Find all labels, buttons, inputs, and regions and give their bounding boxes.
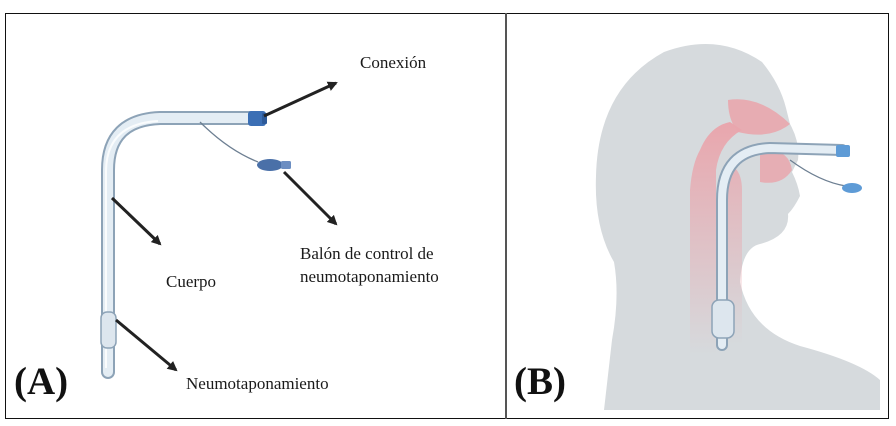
endotracheal-tube xyxy=(101,111,257,379)
panel-a-letter: (A) xyxy=(14,360,69,403)
nasal-cavity xyxy=(728,99,790,135)
intubated-connector xyxy=(836,145,850,157)
intubated-pilot-line xyxy=(789,159,847,187)
cuff-icon xyxy=(100,311,117,349)
label-balloon-control-line1: Balón de control de xyxy=(300,244,434,263)
arrow-balloon-control xyxy=(282,170,338,226)
label-cuff: Neumotaponamiento xyxy=(186,374,329,393)
panel-b-letter: (B) xyxy=(514,360,566,403)
label-balloon-control-line2: neumotaponamiento xyxy=(300,267,439,286)
intubated-tube xyxy=(716,141,848,351)
label-connection: Conexión xyxy=(360,53,427,72)
panel-divider xyxy=(505,13,507,419)
tongue xyxy=(760,150,792,183)
label-body: Cuerpo xyxy=(166,272,217,291)
tube-connector xyxy=(248,111,266,126)
pilot-valve xyxy=(281,161,291,169)
intubated-pilot-balloon xyxy=(842,183,862,193)
arrow-body xyxy=(110,196,162,246)
arrow-connection xyxy=(263,81,338,118)
arrow-cuff xyxy=(115,318,178,372)
pilot-balloon xyxy=(257,159,283,171)
intubated-cuff xyxy=(711,299,735,339)
pilot-line xyxy=(199,121,259,163)
